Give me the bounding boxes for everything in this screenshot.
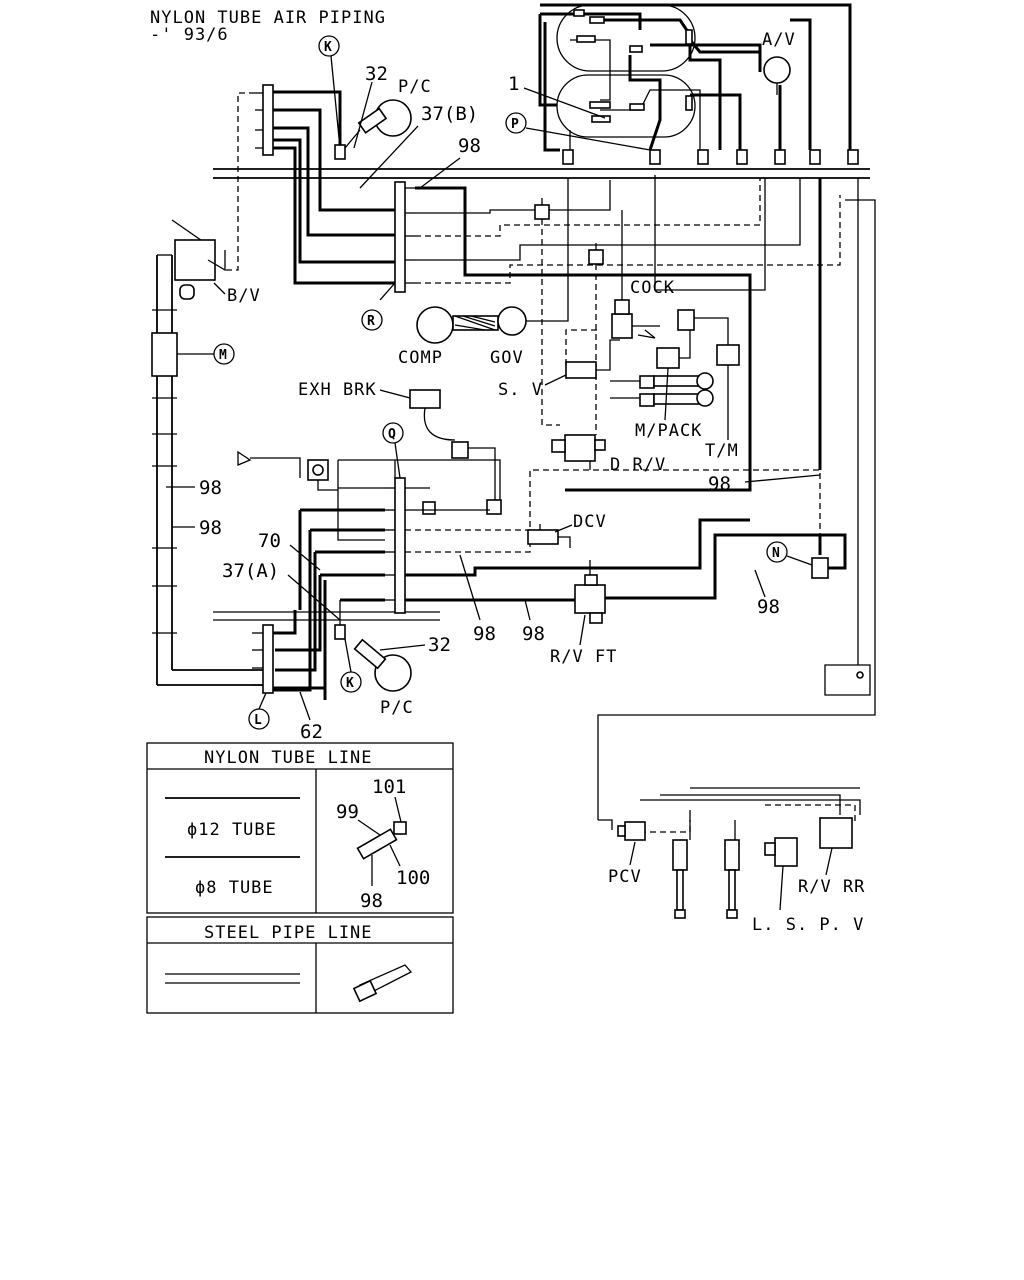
pc-bottom: P/C <box>334 600 414 718</box>
svg-text:K: K <box>346 676 354 691</box>
fitting-100: 100 <box>396 867 430 889</box>
svg-text:K: K <box>324 40 332 55</box>
legend-steel: STEEL PIPE LINE <box>146 916 454 1014</box>
svg-text:PCV: PCV <box>608 867 642 887</box>
left-vertical-pipe <box>151 255 263 686</box>
callout-l: L <box>248 692 270 730</box>
svg-text:N: N <box>772 546 780 561</box>
cock-valve: COCK <box>611 210 675 339</box>
av-label: A/V <box>762 30 796 50</box>
svg-text:R/V FT: R/V FT <box>550 647 617 667</box>
av-valve: A/V <box>762 30 796 95</box>
svg-text:L. S. P. V: L. S. P. V <box>752 915 864 935</box>
lspv-valve: L. S. P. V <box>752 837 864 935</box>
callout-q: Q <box>382 422 404 479</box>
callout-m: M <box>213 343 235 365</box>
frame-fittings <box>562 149 859 165</box>
part-62: 62 <box>300 721 323 743</box>
legend-nylon-header: NYLON TUBE LINE <box>204 748 373 768</box>
callout-n: N <box>730 533 847 579</box>
callout-p: P <box>505 112 651 151</box>
svg-text:D R/V: D R/V <box>610 455 666 475</box>
part-70: 70 <box>258 530 281 552</box>
governor: GOV <box>490 178 569 368</box>
part-37a: 37(A) <box>222 560 279 582</box>
tm: T/M <box>705 344 740 461</box>
svg-text:GOV: GOV <box>490 348 524 368</box>
svg-text:Q: Q <box>388 427 396 442</box>
svg-text:COCK: COCK <box>630 278 675 298</box>
svg-text:M: M <box>219 348 227 363</box>
svg-text:R: R <box>367 314 375 329</box>
steel-fitting-icon <box>352 964 413 1003</box>
svg-text:L: L <box>254 713 262 728</box>
rear-group <box>598 787 861 840</box>
diagram-subtitle: -' 93/6 <box>150 25 229 45</box>
part-37b: 37(B) <box>421 103 478 125</box>
legend-nylon: NYLON TUBE LINE ϕ12 TUBE ϕ8 TUBE 101 99 … <box>146 742 454 914</box>
pc-top: P/C <box>344 77 432 149</box>
brake-chamber-1 <box>672 839 688 919</box>
svg-text:P/C: P/C <box>398 77 432 97</box>
part-98-left1: 98 <box>199 477 222 499</box>
part-98-mid: 98 <box>708 473 731 495</box>
rv-ft-valve: R/V FT <box>550 533 822 667</box>
part-98-b: 98 <box>522 623 545 645</box>
right-vertical-pipes <box>597 175 876 820</box>
svg-text:T/M: T/M <box>705 441 739 461</box>
svg-text:B/V: B/V <box>227 286 261 306</box>
bv-valve: B/V <box>157 219 261 306</box>
lower-manifold <box>263 459 821 700</box>
diagram-title: NYLON TUBE AIR PIPING <box>150 8 386 28</box>
pcv-valve: PCV <box>608 821 646 887</box>
upper-left-manifold <box>225 84 395 285</box>
brake-chamber-2 <box>724 839 740 919</box>
mid-left-fittings <box>237 450 436 515</box>
fitting-99: 99 <box>336 801 359 823</box>
lower-left-manifold <box>252 610 327 700</box>
d-rv-valve: D R/V <box>551 434 666 475</box>
part-32-top-leader <box>353 81 373 149</box>
svg-text:EXH BRK: EXH BRK <box>298 380 377 400</box>
svg-text:COMP: COMP <box>398 348 443 368</box>
fitting-98: 98 <box>360 890 383 912</box>
fitting-101: 101 <box>372 776 406 798</box>
legend-tube8: ϕ8 TUBE <box>195 878 274 898</box>
svg-text:P: P <box>511 117 519 132</box>
part-32-top: 32 <box>365 63 388 85</box>
dcv-valve: DCV <box>527 512 607 548</box>
part-32-bottom: 32 <box>428 634 451 656</box>
part-1: 1 <box>508 73 606 119</box>
part-98-left2: 98 <box>199 517 222 539</box>
part-37b-leader <box>359 125 419 189</box>
part-98-right: 98 <box>757 596 780 618</box>
part-98-top: 98 <box>458 135 481 157</box>
upper-right-manifold <box>379 178 841 492</box>
svg-text:R/V RR: R/V RR <box>798 877 865 897</box>
legend-tube12: ϕ12 TUBE <box>187 820 277 840</box>
compressor: COMP <box>398 306 499 368</box>
air-tanks <box>538 3 852 152</box>
fitting-sample-icon <box>356 821 407 860</box>
mpack: M/PACK <box>610 330 714 441</box>
legend-steel-header: STEEL PIPE LINE <box>204 923 373 943</box>
rv-rr-valve: R/V RR <box>798 817 865 897</box>
callout-r: R <box>361 309 383 331</box>
svg-text:1: 1 <box>508 73 519 95</box>
sv-valve: S. V <box>498 329 620 400</box>
valve-right-of-cock <box>677 309 729 345</box>
inline-fittings-upper <box>534 198 604 435</box>
svg-text:M/PACK: M/PACK <box>635 421 702 441</box>
callout-k-top: K <box>318 35 346 160</box>
svg-text:P/C: P/C <box>380 698 414 718</box>
part-98-a: 98 <box>473 623 496 645</box>
exh-brk: EXH BRK <box>298 380 502 515</box>
part-98-top-leader <box>419 157 461 189</box>
svg-text:S. V: S. V <box>498 380 543 400</box>
svg-text:DCV: DCV <box>573 512 607 532</box>
callout-k-bottom: K <box>340 638 362 693</box>
